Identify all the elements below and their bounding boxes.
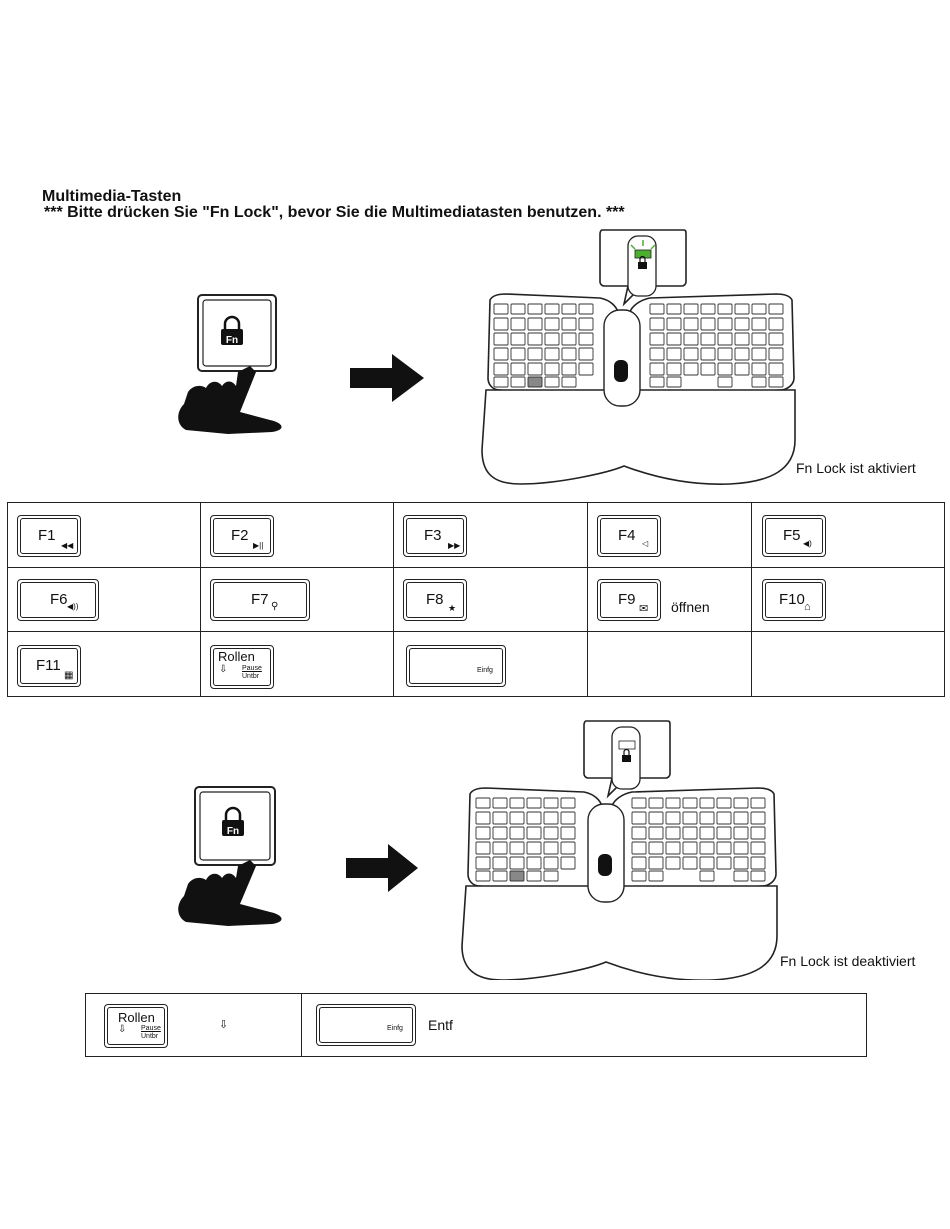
multimedia-keys-table: F1 ◀◀ F2 ▶|| F3 ▶▶ F4 ◁ F5 ◀) F6 ◀)): [7, 502, 945, 697]
down-arrow-icon: ⇩: [118, 1024, 127, 1035]
f5-key: [762, 515, 826, 557]
einfg-label: Einfg: [477, 667, 493, 674]
f7-key-label: F7: [251, 591, 269, 608]
scroll-lock-key-label: Rollen: [118, 1010, 155, 1025]
fn-lock-activated-illustration: Fn: [178, 229, 796, 485]
volume-down-icon: ◀): [803, 539, 812, 548]
scroll-lock-description-icon: ⇩: [219, 1019, 229, 1031]
rewind-icon: ◀◀: [61, 541, 74, 550]
fn-lock-indicator-callout: [583, 720, 671, 799]
fn-lock-deactivated-status: Fn Lock ist deaktiviert: [780, 953, 916, 969]
fn-lock-key-icon: Fn: [197, 294, 277, 372]
play-pause-icon: ▶||: [253, 541, 264, 550]
insert-description: Entf: [428, 1017, 453, 1033]
fn-lock-deactivated-illustration: Fn: [178, 720, 778, 980]
key-cell-f11: F11 ▦: [7, 631, 201, 697]
f6-key: [17, 579, 99, 621]
down-arrow-icon: ⇩: [219, 664, 228, 675]
insert-key: [316, 1004, 416, 1046]
key-cell-f7: F7 ⚲: [200, 567, 394, 632]
f8-key-label: F8: [426, 591, 444, 608]
f11-key-label: F11: [36, 657, 61, 674]
key-cell-scroll-lock: Rollen ⇩ Pause Untbr: [200, 631, 394, 697]
key-cell-insert: Einfg Entf: [301, 993, 867, 1057]
empty-cell: [751, 631, 945, 697]
f3-key-label: F3: [424, 527, 442, 544]
svg-text:Fn: Fn: [226, 335, 238, 346]
f10-key-label: F10: [779, 591, 805, 608]
page-title: Multimedia-Tasten: [42, 188, 182, 205]
svg-text:Fn: Fn: [227, 826, 239, 837]
fn-lock-activated-status: Fn Lock ist aktiviert: [796, 460, 916, 476]
mute-icon: ◁: [642, 539, 649, 548]
home-icon: ⌂: [804, 601, 811, 613]
f5-key-label: F5: [783, 527, 801, 544]
f7-key: [210, 579, 310, 621]
untbr-label: Untbr: [141, 1033, 159, 1040]
scroll-lock-key: [104, 1004, 168, 1048]
f4-key: [597, 515, 661, 557]
f6-key-label: F6: [50, 591, 68, 608]
f3-key: [403, 515, 467, 557]
arrow-right-icon: [346, 844, 418, 892]
fn-lock-indicator-callout: [599, 229, 687, 307]
f4-key-label: F4: [618, 527, 636, 544]
key-cell-f6: F6 ◀)): [7, 567, 201, 632]
keyboard-outline: [461, 787, 778, 980]
scroll-lock-key: [210, 645, 274, 689]
key-cell-f8: F8 ★: [393, 567, 588, 632]
volume-up-icon: ◀)): [67, 602, 79, 611]
f1-key-label: F1: [38, 527, 56, 544]
scroll-lock-key-label: Rollen: [218, 649, 255, 664]
fn-lock-key-icon: Fn: [194, 786, 276, 866]
key-cell-f10: F10 ⌂: [751, 567, 945, 632]
f10-key: [762, 579, 826, 621]
key-cell-scroll-lock: Rollen ⇩ Pause Untbr ⇩: [85, 993, 302, 1057]
f9-key: [597, 579, 661, 621]
f9-description: öffnen: [671, 599, 710, 615]
key-cell-f4: F4 ◁: [587, 502, 752, 568]
f11-key: [17, 645, 81, 687]
key-cell-f9: F9 ✉ öffnen: [587, 567, 752, 632]
insert-key: [406, 645, 506, 687]
keyboard-outline: [481, 293, 796, 485]
key-cell-insert: Einfg: [393, 631, 588, 697]
key-cell-f1: F1 ◀◀: [7, 502, 201, 568]
key-cell-f3: F3 ▶▶: [393, 502, 588, 568]
mail-icon: ✉: [639, 603, 649, 615]
pause-label: Pause: [141, 1025, 161, 1032]
search-icon: ⚲: [271, 601, 279, 612]
page-subtitle: *** Bitte drücken Sie "Fn Lock", bevor S…: [44, 204, 625, 221]
pause-label: Pause: [242, 665, 262, 672]
star-icon: ★: [448, 603, 457, 613]
f1-key: [17, 515, 81, 557]
f8-key: [403, 579, 467, 621]
arrow-right-icon: [350, 354, 424, 402]
empty-cell: [587, 631, 752, 697]
key-cell-f2: F2 ▶||: [200, 502, 394, 568]
calculator-icon: ▦: [64, 670, 74, 681]
pressing-hand-icon: [178, 366, 282, 434]
pressing-hand-icon: [178, 860, 282, 926]
fast-forward-icon: ▶▶: [448, 541, 461, 550]
einfg-label: Einfg: [387, 1025, 403, 1032]
f9-key-label: F9: [618, 591, 636, 608]
fn-off-keys-table: Rollen ⇩ Pause Untbr ⇩ Einfg Entf: [85, 993, 867, 1057]
f2-key: [210, 515, 274, 557]
key-cell-f5: F5 ◀): [751, 502, 945, 568]
untbr-label: Untbr: [242, 673, 260, 680]
f2-key-label: F2: [231, 527, 249, 544]
